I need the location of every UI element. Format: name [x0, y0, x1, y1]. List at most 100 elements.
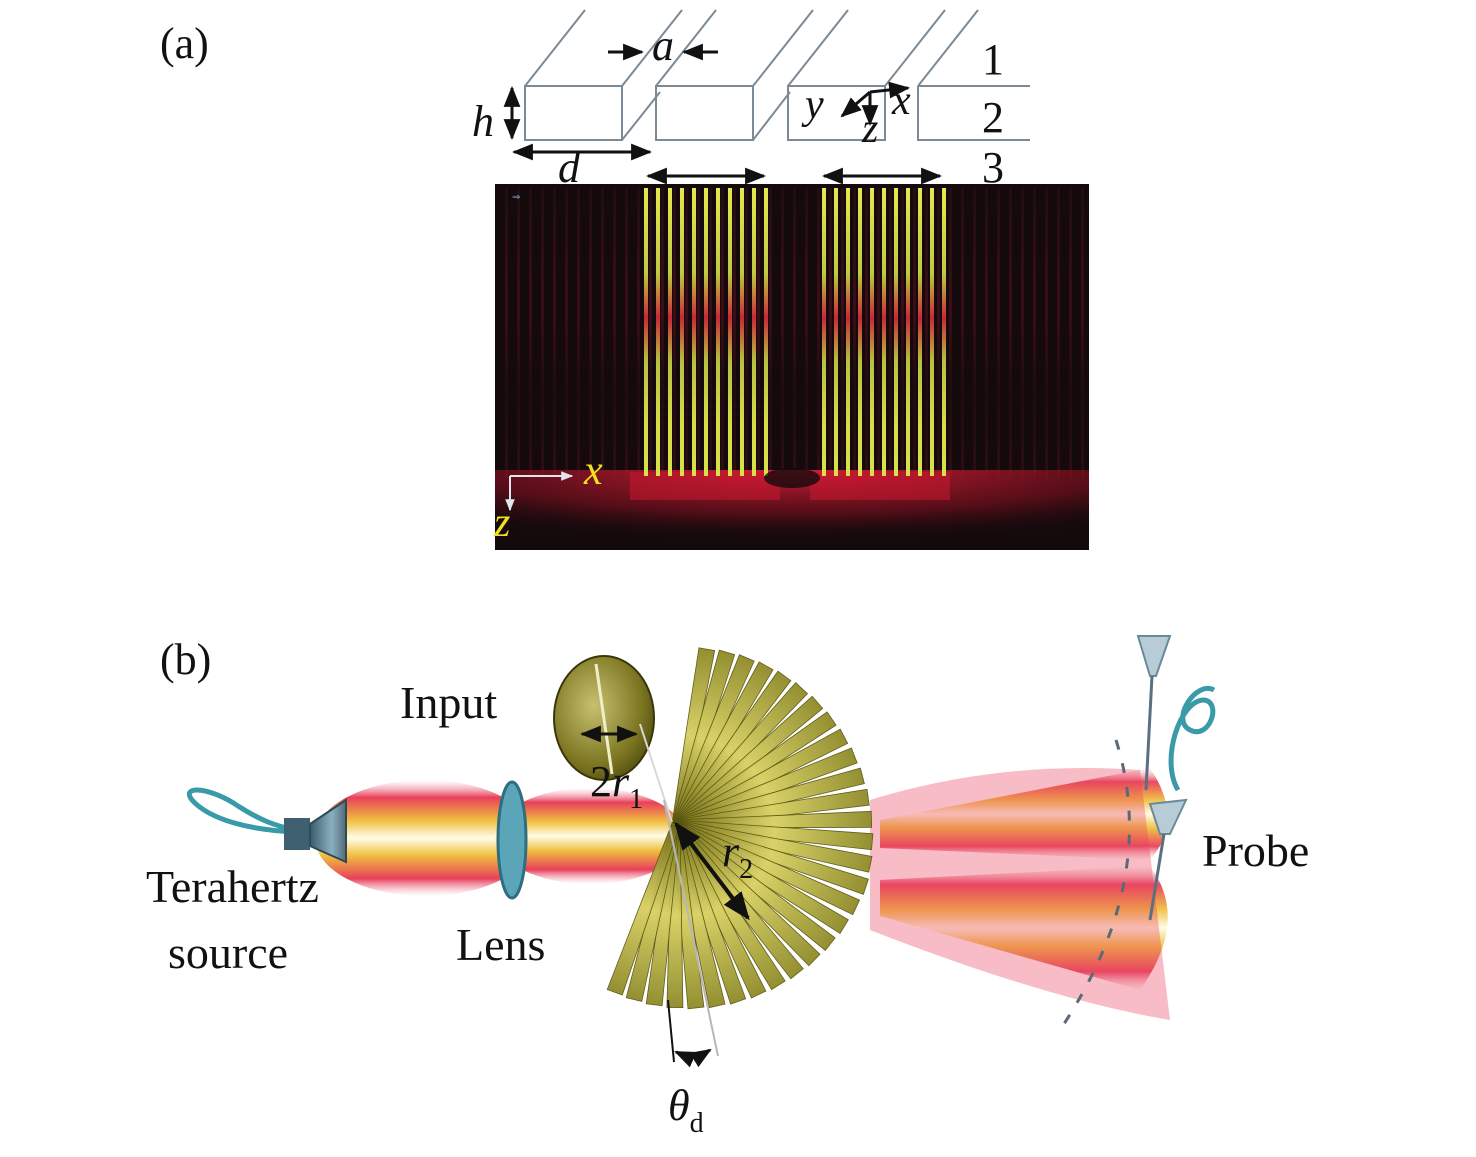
- terahertz-source: [187, 787, 347, 864]
- r2-arrow: [674, 821, 750, 921]
- r1-label: 2r1: [590, 757, 643, 815]
- field-stripe: [716, 188, 720, 476]
- faint-stripe: [673, 188, 676, 478]
- r2-sub: 2: [739, 854, 753, 885]
- field-stripe: [906, 188, 910, 476]
- beam-output-spread: [870, 768, 1170, 1020]
- faint-stripe: [781, 188, 784, 478]
- lens: [496, 780, 528, 900]
- plot-axis-z-label: z: [493, 500, 510, 546]
- probe-lower-stem: [1148, 833, 1166, 921]
- x-axis-arrow: [869, 81, 911, 99]
- y-axis-arrow: [840, 90, 871, 118]
- faint-stripe: [1045, 188, 1048, 478]
- faint-stripe: [517, 188, 520, 478]
- field-stripe: [704, 188, 708, 476]
- field-stripe: [882, 188, 886, 476]
- faint-stripe: [841, 188, 844, 478]
- faint-stripe: [637, 188, 640, 478]
- lens-label: Lens: [456, 919, 545, 970]
- faint-stripe: [1069, 188, 1072, 478]
- faint-stripe: [793, 188, 796, 478]
- plot-corner-mark: ⇒: [512, 192, 520, 203]
- faint-stripe: [553, 188, 556, 478]
- beam-source-to-lens: [315, 780, 535, 896]
- field-stripe: [644, 188, 648, 476]
- theta-left-line: [667, 999, 675, 1063]
- faint-stripe: [949, 188, 952, 478]
- r1-prefix: 2: [590, 757, 612, 806]
- source-cable: [187, 787, 297, 835]
- field-stripe: [692, 188, 696, 476]
- faint-stripe: [877, 188, 880, 478]
- field-stripe: [764, 188, 768, 476]
- beam-lens-to-grating: [495, 788, 685, 884]
- axis3d-label-z: z: [861, 106, 878, 152]
- faint-stripe: [589, 188, 592, 478]
- axis3d-label-x: x: [891, 78, 911, 124]
- r1-var: r: [612, 757, 630, 806]
- probe-lower-horn: [1148, 798, 1188, 835]
- faint-stripe: [757, 188, 760, 478]
- faint-stripe: [1009, 188, 1012, 478]
- fan-axis-line: [663, 799, 719, 1057]
- faint-stripe: [997, 188, 1000, 478]
- faint-stripe: [721, 188, 724, 478]
- panel-a-label: (a): [160, 19, 209, 68]
- probe-cable: [1168, 685, 1216, 792]
- field-stripe: [656, 188, 660, 476]
- faint-stripe: [769, 188, 772, 478]
- faint-stripe: [505, 188, 508, 478]
- faint-stripe: [925, 188, 928, 478]
- faint-stripe: [577, 188, 580, 478]
- groove-field-stripes-2: [822, 188, 946, 476]
- faint-stripe: [1033, 188, 1036, 478]
- source-label-line1: Terahertz: [146, 861, 319, 912]
- field-stripe: [930, 188, 934, 476]
- r2-label: r2: [722, 827, 753, 885]
- field-stripe: [870, 188, 874, 476]
- beam-output-lower: [880, 866, 1168, 990]
- dim-label-a: a: [652, 21, 674, 70]
- plot-axis-x-label: x: [583, 448, 603, 494]
- field-stripe: [680, 188, 684, 476]
- r2-var: r: [722, 827, 740, 876]
- faint-stripe: [565, 188, 568, 478]
- beam-output-upper: [880, 768, 1168, 860]
- bottom-glow-left: [630, 472, 780, 500]
- dim-label-d: d: [558, 143, 581, 192]
- faint-stripe: [685, 188, 688, 478]
- faint-stripe: [817, 188, 820, 478]
- faint-stripe: [1057, 188, 1060, 478]
- field-stripe: [668, 188, 672, 476]
- layer-label-2: 2: [982, 93, 1004, 142]
- faint-stripe: [649, 188, 652, 478]
- probe-label: Probe: [1202, 825, 1309, 876]
- probe-upper-horn: [1136, 635, 1172, 677]
- r1-guide-line: [639, 723, 673, 823]
- grating-block: [524, 85, 623, 141]
- horn-antenna: [309, 798, 347, 864]
- r1-sub: 1: [629, 784, 643, 815]
- faint-stripe: [733, 188, 736, 478]
- layer-label-3: 3: [982, 143, 1004, 192]
- faint-stripe: [625, 188, 628, 478]
- faint-stripe: [865, 188, 868, 478]
- field-stripe: [858, 188, 862, 476]
- probe-scan-path: [1058, 739, 1131, 1031]
- dim-label-h: h: [472, 97, 494, 146]
- faint-stripe: [541, 188, 544, 478]
- faint-stripe: [709, 188, 712, 478]
- field-stripe: [834, 188, 838, 476]
- grating-block: [655, 85, 754, 141]
- theta-label: θd: [668, 1081, 704, 1139]
- layer-label-1: 1: [982, 35, 1004, 84]
- faint-stripe: [973, 188, 976, 478]
- source-label-line2: source: [168, 927, 288, 978]
- faint-stripe: [961, 188, 964, 478]
- faint-stripe: [829, 188, 832, 478]
- source-body: [284, 818, 310, 850]
- theta-var: θ: [668, 1081, 690, 1130]
- field-stripe: [728, 188, 732, 476]
